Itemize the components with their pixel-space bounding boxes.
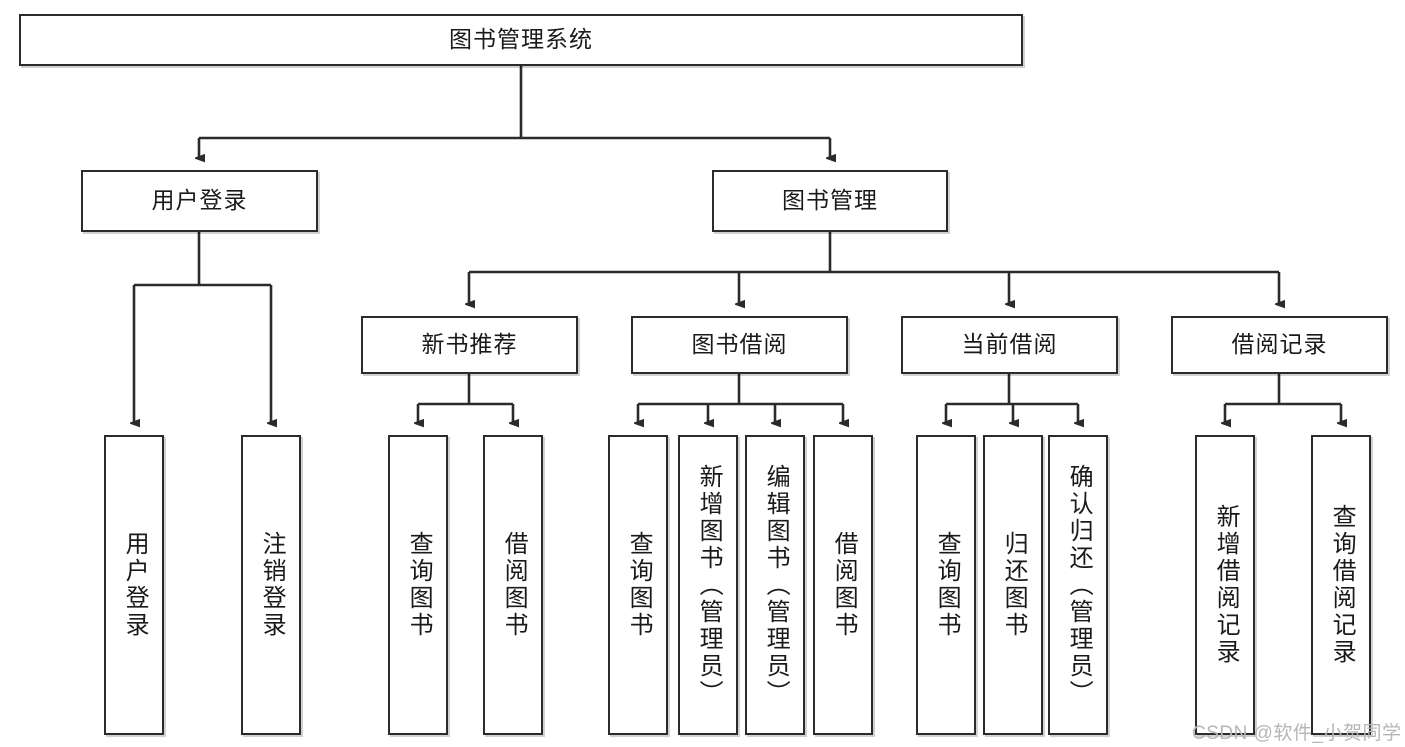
- node-label: 查询借阅记录: [1328, 504, 1356, 666]
- node-leaf-add-book-admin[interactable]: 新增图书（管理员）: [678, 435, 738, 735]
- node-leaf-confirm-return-admin[interactable]: 确认归还（管理员）: [1048, 435, 1108, 735]
- node-label: 用户登录: [151, 187, 248, 214]
- node-leaf-query-book-2[interactable]: 查询图书: [608, 435, 668, 735]
- node-borrow-record[interactable]: 借阅记录: [1171, 316, 1388, 374]
- node-leaf-logout-login[interactable]: 注销登录: [241, 435, 301, 735]
- node-leaf-borrow-book-1[interactable]: 借阅图书: [483, 435, 543, 735]
- node-label: 查询图书: [405, 531, 433, 639]
- node-label: 用户登录: [121, 531, 149, 639]
- node-root[interactable]: 图书管理系统: [19, 14, 1023, 66]
- node-label: 借阅记录: [1231, 331, 1328, 358]
- node-leaf-query-book-1[interactable]: 查询图书: [388, 435, 448, 735]
- node-label: 借阅图书: [830, 531, 858, 639]
- node-label: 新书推荐: [421, 331, 518, 358]
- watermark: CSDN @软件_小贺同学: [1192, 723, 1402, 744]
- node-leaf-user-login[interactable]: 用户登录: [104, 435, 164, 735]
- node-label: 借阅图书: [500, 531, 528, 639]
- node-label: 归还图书: [1000, 531, 1028, 639]
- node-label: 注销登录: [258, 531, 286, 639]
- node-current-borrow[interactable]: 当前借阅: [901, 316, 1118, 374]
- node-label: 查询图书: [625, 531, 653, 639]
- node-user-login[interactable]: 用户登录: [81, 170, 318, 232]
- node-label: 当前借阅: [961, 331, 1058, 358]
- node-label: 图书管理系统: [449, 26, 593, 53]
- node-book-manage[interactable]: 图书管理: [712, 170, 948, 232]
- node-leaf-query-borrow-record[interactable]: 查询借阅记录: [1311, 435, 1371, 735]
- node-label: 查询图书: [933, 531, 961, 639]
- node-book-borrow[interactable]: 图书借阅: [631, 316, 848, 374]
- node-new-book-recommend[interactable]: 新书推荐: [361, 316, 578, 374]
- node-label: 确认归还（管理员）: [1065, 463, 1093, 707]
- node-leaf-edit-book-admin[interactable]: 编辑图书（管理员）: [745, 435, 805, 735]
- node-leaf-return-book[interactable]: 归还图书: [983, 435, 1043, 735]
- node-label: 图书管理: [782, 187, 878, 214]
- node-leaf-borrow-book-2[interactable]: 借阅图书: [813, 435, 873, 735]
- node-label: 图书借阅: [691, 331, 788, 358]
- node-label: 新增图书（管理员）: [695, 463, 723, 707]
- node-leaf-add-borrow-record[interactable]: 新增借阅记录: [1195, 435, 1255, 735]
- node-label: 编辑图书（管理员）: [762, 463, 790, 707]
- node-label: 新增借阅记录: [1212, 504, 1240, 666]
- node-leaf-query-book-3[interactable]: 查询图书: [916, 435, 976, 735]
